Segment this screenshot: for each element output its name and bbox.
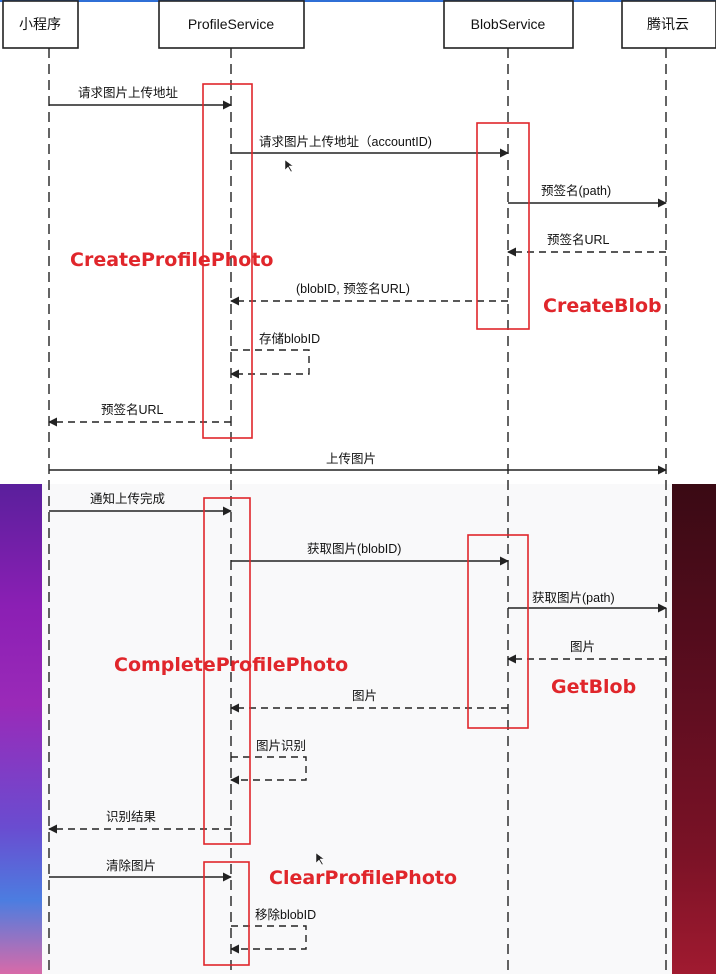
message-label: 图片识别 xyxy=(256,739,306,753)
message-label: 预签名(path) xyxy=(541,183,611,198)
message-label: 图片 xyxy=(570,640,595,654)
annotation-labels: CreateProfilePhoto CreateBlob CompletePr… xyxy=(70,249,662,889)
desktop-wallpaper-right xyxy=(672,484,716,974)
message-label: 获取图片(path) xyxy=(532,591,615,605)
message-label: 通知上传完成 xyxy=(90,491,165,506)
activation-box-create-profile-photo xyxy=(202,83,253,439)
annotation-create-blob: CreateBlob xyxy=(543,295,662,317)
message-label: 存储blobID xyxy=(259,331,320,346)
participant-label-tencent-cloud: 腾讯云 xyxy=(647,16,689,32)
message-label: 预签名URL xyxy=(101,402,164,417)
diagram-panel-bottom xyxy=(42,484,672,974)
message-label: 识别结果 xyxy=(106,810,157,824)
participant-box-tencent-cloud xyxy=(621,0,716,49)
message-label: 获取图片(blobID) xyxy=(307,542,401,556)
message-self-arrow xyxy=(230,756,307,785)
message-label: 清除图片 xyxy=(106,858,156,873)
diagram-background-top xyxy=(0,0,716,484)
participant-label-blob-service: BlobService xyxy=(471,16,546,32)
message-label: 请求图片上传地址 xyxy=(78,85,179,100)
window-top-bar xyxy=(0,0,716,2)
message-label: 预签名URL xyxy=(547,232,610,247)
participant-label-mini-program: 小程序 xyxy=(19,16,61,32)
activation-box-clear-profile-photo xyxy=(203,861,250,966)
participant-box-blob-service xyxy=(443,0,574,49)
activation-box-complete-profile-photo xyxy=(203,497,251,845)
annotation-boxes xyxy=(202,83,530,966)
desktop-wallpaper-left xyxy=(0,484,42,974)
message-self-arrow xyxy=(230,349,310,379)
message-self-arrow xyxy=(230,925,307,954)
annotation-create-profile-photo: CreateProfilePhoto xyxy=(70,249,273,271)
message-label: (blobID, 预签名URL) xyxy=(296,281,410,296)
message-label: 请求图片上传地址（accountID) xyxy=(259,134,432,149)
annotation-complete-profile-photo: CompleteProfilePhoto xyxy=(114,654,348,676)
message-label: 上传图片 xyxy=(326,451,376,466)
activation-box-get-blob xyxy=(467,534,529,729)
messages xyxy=(48,100,667,954)
annotation-clear-profile-photo: ClearProfilePhoto xyxy=(269,867,457,889)
lifelines xyxy=(48,48,667,974)
message-label: 移除blobID xyxy=(255,907,316,922)
message-label: 图片 xyxy=(352,689,377,703)
annotation-get-blob: GetBlob xyxy=(551,676,636,698)
mouse-cursor-icon xyxy=(315,852,325,866)
mouse-cursor-icon xyxy=(284,159,294,173)
participant-headers: 小程序 ProfileService BlobService 腾讯云 xyxy=(2,0,716,49)
participant-box-profile-service xyxy=(158,0,305,49)
participant-label-profile-service: ProfileService xyxy=(188,16,275,32)
activation-box-create-blob xyxy=(476,122,530,330)
message-labels: 请求图片上传地址 请求图片上传地址（accountID) 预签名(path) 预… xyxy=(78,85,615,922)
participant-box-mini-program xyxy=(2,0,79,49)
